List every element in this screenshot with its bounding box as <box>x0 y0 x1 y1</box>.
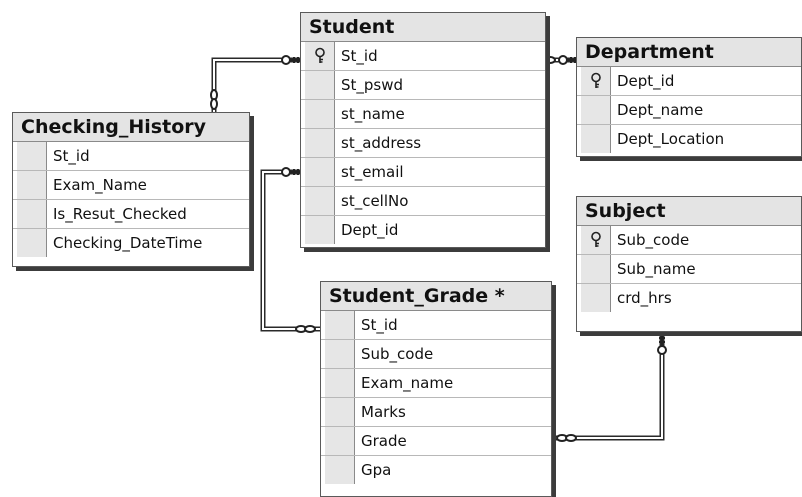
column-name: crd_hrs <box>617 289 672 307</box>
column-name: Marks <box>361 403 406 421</box>
row-selector[interactable] <box>17 142 47 170</box>
column-name: Checking_DateTime <box>53 234 203 252</box>
column-row[interactable]: Sub_code <box>577 226 801 255</box>
row-selector[interactable] <box>17 171 47 199</box>
row-selector[interactable] <box>581 96 611 124</box>
column-row[interactable]: st_address <box>301 129 545 158</box>
column-name: Gpa <box>361 461 392 479</box>
row-selector[interactable] <box>305 216 335 244</box>
key-end-icon <box>657 336 667 355</box>
column-name: Exam_Name <box>53 176 147 194</box>
column-row[interactable]: crd_hrs <box>577 284 801 312</box>
column-name: st_address <box>341 134 422 152</box>
column-name: Sub_code <box>617 231 690 249</box>
column-name: St_id <box>361 316 398 334</box>
column-row[interactable]: Marks <box>321 398 551 427</box>
row-selector[interactable] <box>581 255 611 283</box>
row-selector[interactable] <box>17 229 47 257</box>
row-selector[interactable] <box>325 340 355 368</box>
infinity-end-icon <box>295 325 316 333</box>
primary-key-icon <box>587 231 605 249</box>
column-row[interactable]: Dept_Location <box>577 125 801 153</box>
key-end-icon <box>281 55 300 65</box>
table-title: Student_Grade * <box>321 282 551 311</box>
column-row[interactable]: Is_Resut_Checked <box>13 200 249 229</box>
column-row[interactable]: Dept_name <box>577 96 801 125</box>
column-name: St_pswd <box>341 76 404 94</box>
row-selector[interactable] <box>305 129 335 157</box>
row-selector[interactable] <box>325 398 355 426</box>
column-name: Is_Resut_Checked <box>53 205 187 223</box>
row-selector[interactable] <box>325 369 355 397</box>
column-row[interactable]: St_id <box>13 142 249 171</box>
table-title: Student <box>301 13 545 42</box>
column-name: st_cellNo <box>341 192 409 210</box>
row-selector[interactable] <box>581 226 611 254</box>
primary-key-icon <box>587 72 605 90</box>
column-row[interactable]: Sub_code <box>321 340 551 369</box>
row-selector[interactable] <box>581 284 611 312</box>
column-row[interactable]: Dept_id <box>577 67 801 96</box>
row-selector[interactable] <box>581 125 611 153</box>
infinity-end-icon <box>210 89 218 110</box>
row-selector[interactable] <box>305 42 335 70</box>
column-row[interactable]: Grade <box>321 427 551 456</box>
row-selector[interactable] <box>305 158 335 186</box>
column-row[interactable]: st_cellNo <box>301 187 545 216</box>
row-selector[interactable] <box>305 71 335 99</box>
row-selector[interactable] <box>17 200 47 228</box>
column-name: Dept_name <box>617 101 704 119</box>
primary-key-icon <box>311 47 329 65</box>
table-title: Department <box>577 38 801 67</box>
column-row[interactable]: St_id <box>321 311 551 340</box>
column-row[interactable]: Checking_DateTime <box>13 229 249 257</box>
column-name: Dept_id <box>341 221 399 239</box>
column-name: St_id <box>341 47 378 65</box>
row-selector[interactable] <box>581 67 611 95</box>
column-name: st_name <box>341 105 405 123</box>
row-selector[interactable] <box>325 456 355 484</box>
column-row[interactable]: st_name <box>301 100 545 129</box>
row-selector[interactable] <box>305 100 335 128</box>
column-row[interactable]: Dept_id <box>301 216 545 244</box>
column-name: Grade <box>361 432 407 450</box>
column-name: Sub_code <box>361 345 434 363</box>
column-row[interactable]: Sub_name <box>577 255 801 284</box>
column-row[interactable]: Exam_name <box>321 369 551 398</box>
row-selector[interactable] <box>325 427 355 455</box>
infinity-end-icon <box>556 434 577 442</box>
column-row[interactable]: Exam_Name <box>13 171 249 200</box>
column-name: Sub_name <box>617 260 696 278</box>
relationship-subject-student-grade[interactable] <box>552 336 667 442</box>
column-name: Exam_name <box>361 374 454 392</box>
column-name: Dept_id <box>617 72 675 90</box>
key-end-icon <box>281 167 300 177</box>
column-name: Dept_Location <box>617 130 725 148</box>
relationship-student-student-grade[interactable] <box>260 167 320 333</box>
column-name: St_id <box>53 147 90 165</box>
row-selector[interactable] <box>325 311 355 339</box>
table-title: Subject <box>577 197 801 226</box>
row-selector[interactable] <box>305 187 335 215</box>
column-row[interactable]: St_id <box>301 42 545 71</box>
column-row[interactable]: st_email <box>301 158 545 187</box>
relationship-student-checking-history[interactable] <box>210 55 300 112</box>
column-row[interactable]: Gpa <box>321 456 551 484</box>
column-row[interactable]: St_pswd <box>301 71 545 100</box>
key-end-icon <box>558 55 577 65</box>
table-title: Checking_History <box>13 113 249 142</box>
column-name: st_email <box>341 163 404 181</box>
